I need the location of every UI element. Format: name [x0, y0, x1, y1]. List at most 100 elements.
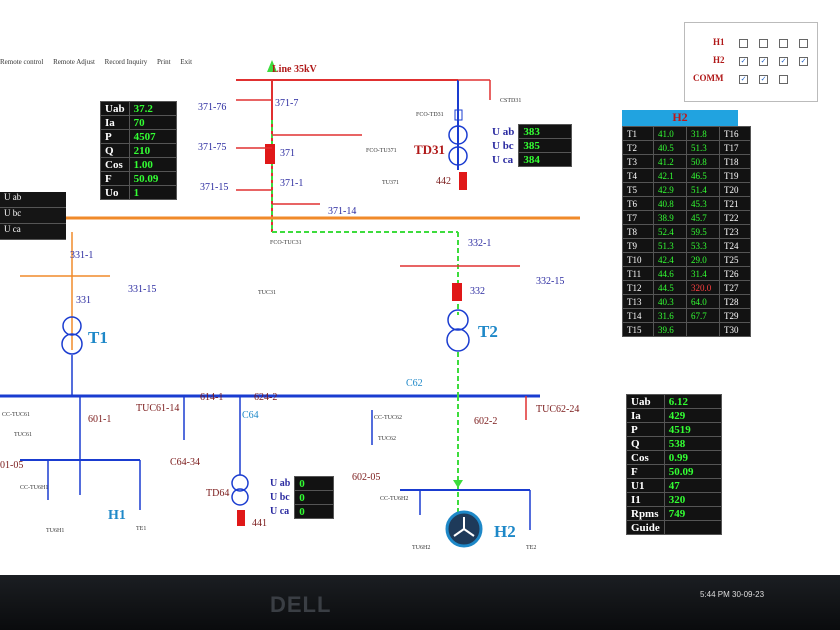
- temp-sensor-left: T14: [622, 308, 654, 323]
- label-h1: H1: [108, 508, 126, 523]
- menu-remote-control[interactable]: Remote control: [0, 58, 44, 66]
- temp-value: 59.5: [686, 224, 720, 239]
- label-371[interactable]: 371: [280, 148, 295, 159]
- meter-h2-value: 47: [663, 478, 722, 493]
- meter-371-key: Uab: [100, 101, 130, 116]
- meter-h2-value: 0.99: [663, 450, 722, 465]
- t2-transformer-coil: [446, 328, 470, 352]
- status-checkbox[interactable]: [779, 39, 788, 48]
- menu-exit[interactable]: Exit: [180, 58, 193, 66]
- temp-sensor-right: T30: [719, 322, 751, 337]
- meter-371-key: F: [100, 171, 130, 186]
- menu-remote-adjust[interactable]: Remote Adjust: [53, 58, 95, 66]
- label-371-76[interactable]: 371-76: [198, 102, 227, 113]
- label-tuc61: TUC61: [14, 432, 32, 438]
- status-checkbox[interactable]: ✓: [799, 57, 808, 66]
- dell-logo: DELL: [270, 592, 332, 617]
- label-01-05[interactable]: 01-05: [0, 460, 24, 471]
- label-332-15[interactable]: 332-15: [536, 276, 565, 287]
- breaker-442[interactable]: [459, 172, 467, 190]
- label-c64-34[interactable]: C64-34: [170, 457, 200, 468]
- status-checkbox[interactable]: ✓: [759, 57, 768, 66]
- menu-print[interactable]: Print: [157, 58, 171, 66]
- breaker-371[interactable]: [265, 144, 275, 164]
- label-331-15[interactable]: 331-15: [128, 284, 157, 295]
- status-label-comm: COMM: [693, 73, 724, 83]
- label-h2: H2: [494, 522, 516, 541]
- temp-value: 67.7: [686, 308, 720, 323]
- temp-sensor-left: T7: [622, 210, 654, 225]
- meter-td31-key: U ca: [492, 153, 514, 166]
- label-cc-tu6h2: CC-TU6H2: [380, 496, 409, 502]
- label-601-1[interactable]: 601-1: [88, 414, 112, 425]
- meter-left-row: U bc: [0, 208, 66, 224]
- label-371-7[interactable]: 371-7: [275, 98, 299, 109]
- temp-sensor-left: T10: [622, 252, 654, 267]
- label-332[interactable]: 332: [470, 286, 485, 297]
- label-371-15[interactable]: 371-15: [200, 182, 229, 193]
- label-602-2[interactable]: 602-2: [474, 416, 498, 427]
- breaker-441[interactable]: [237, 510, 245, 526]
- label-tu6h2: TU6H2: [412, 545, 431, 551]
- temp-value: 29.0: [686, 252, 720, 267]
- temp-value: 41.2: [653, 154, 687, 169]
- label-tuc61-14[interactable]: TUC61-14: [136, 403, 180, 414]
- label-tuc31: TUC31: [258, 290, 276, 296]
- label-tuc62-24[interactable]: TUC62-24: [536, 404, 580, 415]
- label-371-75[interactable]: 371-75: [198, 142, 227, 153]
- label-c64: C64: [242, 410, 259, 421]
- temp-value: 40.3: [653, 294, 687, 309]
- meter-td31-value: 383: [518, 124, 573, 139]
- menu-record-inquiry[interactable]: Record Inquiry: [104, 58, 148, 66]
- status-checkbox[interactable]: [779, 75, 788, 84]
- label-331-1[interactable]: 331-1: [70, 250, 94, 261]
- meter-371-value: 1: [128, 185, 177, 200]
- label-614-1[interactable]: 614-1: [200, 392, 224, 403]
- label-td31: TD31: [414, 142, 446, 157]
- tray-date[interactable]: 30-09-23: [732, 590, 765, 599]
- label-371-14[interactable]: 371-14: [328, 206, 357, 217]
- status-checkbox[interactable]: ✓: [739, 57, 748, 66]
- meter-h2-key: I1: [626, 492, 665, 507]
- meter-h2-key: Rpms: [626, 506, 665, 521]
- label-332-1[interactable]: 332-1: [468, 238, 492, 249]
- label-331[interactable]: 331: [76, 295, 91, 306]
- label-te2: TE2: [526, 545, 537, 551]
- status-checkbox[interactable]: ✓: [779, 57, 788, 66]
- label-442: 442: [436, 176, 451, 187]
- meter-td64-key: U bc: [270, 492, 290, 503]
- meter-h2-key: Ia: [626, 408, 665, 423]
- meter-td31-key: U bc: [492, 139, 514, 152]
- status-checkbox[interactable]: [799, 39, 808, 48]
- temp-value: 51.3: [653, 238, 687, 253]
- meter-h2-key: P: [626, 422, 665, 437]
- meter-371-value: 37.2: [128, 101, 177, 116]
- meter-371-key: Cos: [100, 157, 130, 172]
- temp-value: 31.8: [686, 126, 720, 141]
- temp-sensor-left: T11: [622, 266, 654, 281]
- label-371-1[interactable]: 371-1: [280, 178, 304, 189]
- label-tu6h1: TU6H1: [46, 528, 65, 534]
- status-checkbox[interactable]: ✓: [759, 75, 768, 84]
- status-label-h1: H1: [713, 37, 725, 47]
- status-checkbox[interactable]: [759, 39, 768, 48]
- status-checkbox[interactable]: [739, 39, 748, 48]
- tray-time[interactable]: 5:44 PM: [700, 590, 730, 599]
- meter-h2-key: Cos: [626, 450, 665, 465]
- temp-value: 51.4: [686, 182, 720, 197]
- temp-sensor-right: T27: [719, 280, 751, 295]
- status-checkbox[interactable]: ✓: [739, 75, 748, 84]
- label-602-05[interactable]: 602-05: [352, 472, 381, 483]
- meter-h2-key: Q: [626, 436, 665, 451]
- label-624-2[interactable]: 624-2: [254, 392, 278, 403]
- label-fco-tuc31: FCO-TUC31: [270, 240, 302, 246]
- meter-h2-value: 4519: [663, 422, 722, 437]
- breaker-332[interactable]: [452, 283, 462, 301]
- label-cc-tuc62: CC-TUC62: [374, 415, 403, 421]
